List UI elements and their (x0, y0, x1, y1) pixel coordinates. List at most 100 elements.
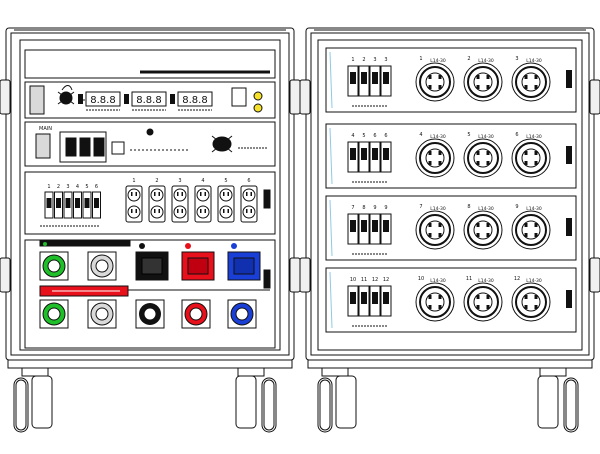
circuit-breaker[interactable]: 3 (63, 184, 73, 219)
indicator-lamp-upper (253, 91, 263, 101)
red-round-connector[interactable] (181, 299, 211, 329)
receptacle-number: 2 (467, 56, 470, 62)
left-side-handle-lower-right[interactable] (289, 257, 301, 293)
green-powercon-inlet[interactable] (39, 251, 69, 281)
green-powercon-outlet[interactable] (39, 299, 69, 329)
receptacle-number: 9 (515, 204, 518, 210)
circuit-breaker[interactable]: 9 (380, 205, 392, 245)
outlet-number: 4 (201, 178, 204, 184)
duplex-outlet[interactable]: 4 (194, 178, 212, 223)
circuit-breaker[interactable]: 6 (92, 184, 101, 219)
receptacle-type-label: L14-30 (430, 278, 446, 284)
circuit-breaker[interactable]: 5 (358, 133, 370, 173)
receptacle-number: 11 (466, 276, 472, 282)
circuit-breaker[interactable]: 4 (73, 184, 82, 219)
circuit-breaker[interactable]: 10 (347, 277, 359, 317)
receptacle-number: 1 (419, 56, 422, 62)
indicator-lamp-lower (253, 103, 263, 113)
circuit-breaker[interactable]: 1 (347, 57, 359, 97)
circuit-breaker[interactable]: 6 (380, 133, 392, 173)
black-round-connector[interactable] (135, 299, 165, 329)
main-breaker[interactable] (59, 131, 107, 163)
circuit-breaker[interactable]: 3 (369, 57, 381, 97)
circuit-breaker[interactable]: 11 (358, 277, 370, 317)
left-rack-skid (7, 359, 293, 369)
meter-selector-switch[interactable] (231, 87, 247, 107)
duplex-outlet[interactable]: 6 (240, 178, 258, 223)
breaker-number: 4 (351, 133, 354, 139)
meter-indicators (231, 87, 263, 113)
twistlock-receptacle[interactable]: 2 L14-30 (463, 56, 503, 102)
right-side-handle-upper-left[interactable] (299, 79, 311, 115)
red-camlock-connector[interactable] (181, 243, 215, 281)
circuit-breaker[interactable]: 12 (380, 277, 392, 317)
breaker-number: 3 (373, 57, 376, 63)
circuit-breaker[interactable]: 7 (347, 205, 359, 245)
receptacle-number: 7 (419, 204, 422, 210)
breaker-number: 6 (384, 133, 387, 139)
blue-camlock-connector[interactable] (227, 243, 261, 281)
right-rack-inner-frame (310, 32, 590, 356)
receptacle-type-label: L14-30 (526, 206, 542, 212)
circuit-breaker[interactable]: 5 (82, 184, 92, 219)
right-side-handle-upper[interactable] (589, 79, 600, 115)
blue-round-connector[interactable] (227, 299, 257, 329)
grey-powercon-inlet[interactable] (87, 251, 117, 281)
breaker-number: 5 (85, 184, 88, 190)
grey-powercon-outlet[interactable] (87, 299, 117, 329)
connector-panel-latch[interactable] (263, 269, 271, 289)
circuit-breaker[interactable]: 8 (358, 205, 370, 245)
left-side-handle-lower[interactable] (0, 257, 11, 293)
receptacle-type-label: L14-30 (526, 58, 542, 64)
caster-wheel-icon (537, 367, 579, 433)
circuit-breaker[interactable]: 3 (380, 57, 392, 97)
outlet-panel-latch[interactable] (263, 189, 271, 209)
right-side-handle-lower[interactable] (589, 257, 600, 293)
twistlock-receptacle[interactable]: 10 L14-30 (415, 276, 455, 322)
circuit-breaker[interactable]: 2 (358, 57, 370, 97)
twistlock-receptacle[interactable]: 9 L14-30 (511, 204, 551, 250)
right-casters (317, 367, 579, 433)
connector-panel (24, 239, 276, 349)
panel-latch[interactable] (566, 218, 572, 236)
circuit-breaker[interactable]: 1 (44, 184, 54, 219)
receptacle-type-label: L14-30 (478, 58, 494, 64)
panel-latch[interactable] (566, 290, 572, 308)
main-label-plate (35, 133, 51, 159)
panel-latch[interactable] (566, 146, 572, 164)
circuit-breaker[interactable]: 12 (369, 277, 381, 317)
receptacle-number: 10 (418, 276, 424, 282)
breaker-number: 9 (384, 205, 387, 211)
twistlock-receptacle[interactable]: 3 L14-30 (511, 56, 551, 102)
left-side-handle-upper[interactable] (0, 79, 11, 115)
receptacle-number: 4 (419, 132, 422, 138)
circuit-breaker[interactable]: 9 (369, 205, 381, 245)
breaker-number: 12 (372, 277, 378, 283)
black-camlock-connector[interactable] (135, 243, 169, 281)
circuit-breaker[interactable]: 2 (54, 184, 63, 219)
left-blank-panel (24, 49, 276, 79)
circuit-breaker[interactable]: 4 (347, 133, 359, 173)
circuit-breaker[interactable]: 6 (369, 133, 381, 173)
panel-latch[interactable] (566, 70, 572, 88)
left-side-handle-upper-right[interactable] (289, 79, 301, 115)
right-side-handle-lower-left[interactable] (299, 257, 311, 293)
breaker-number: 9 (373, 205, 376, 211)
receptacle-number: 3 (515, 56, 518, 62)
breaker-number: 1 (351, 57, 354, 63)
lower-connectors (39, 299, 257, 329)
duplex-outlet[interactable]: 2 (148, 178, 166, 223)
duplex-outlet[interactable]: 3 (171, 178, 189, 223)
left-rack-inner-frame (10, 32, 290, 356)
duplex-outlet[interactable]: 5 (217, 178, 235, 223)
duplex-outlet[interactable]: 1 (125, 178, 143, 223)
left-rack-bay (19, 39, 281, 351)
